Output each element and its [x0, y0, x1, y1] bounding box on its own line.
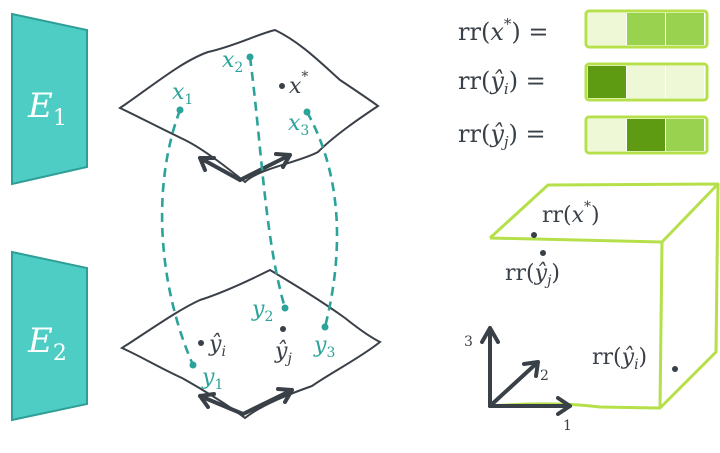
rr-row-1-label: rr(x*) =: [458, 15, 548, 46]
link-x2-y2: [248, 56, 287, 309]
point-x2: [246, 53, 254, 61]
point-y1: [189, 361, 197, 369]
cube-axis-3-label: 3: [464, 334, 473, 350]
encoder-e1-label: E1: [27, 86, 67, 131]
lower-points: y1 y2 y3 ŷi ŷj: [189, 297, 335, 393]
label-yj: ŷj: [274, 339, 292, 367]
label-y1: y1: [201, 365, 223, 393]
rr-bar-2-cell-1: [588, 66, 626, 98]
rr-bar-3-cell-3: [666, 119, 704, 151]
label-x1: x1: [172, 80, 193, 108]
label-yi: ŷi: [208, 332, 226, 360]
label-y2: y2: [251, 297, 273, 325]
cube-axis-2-label: 2: [540, 368, 549, 384]
rr-bar-3-cell-1: [588, 119, 626, 151]
upper-points: x1 x2 x3 x*: [172, 48, 311, 139]
cube-label-yi: rr(ŷi): [592, 345, 647, 373]
rr-bar-1-cell-1: [588, 13, 626, 45]
label-x2: x2: [222, 48, 243, 76]
upper-arrow-right: [238, 152, 292, 182]
cube-axis-1: [488, 396, 572, 416]
upper-axes-arrows: [198, 152, 292, 182]
cube-axis-labels: 1 2 3: [464, 334, 572, 434]
upper-embedding-sheet: [117, 28, 380, 184]
point-yj: [280, 326, 286, 332]
lower-arrow-right: [241, 387, 294, 416]
point-xstar: [279, 83, 285, 89]
rr-bars: [584, 9, 709, 155]
cube-top-face: [488, 182, 720, 244]
rr-row-3-label: rr(ŷj) =: [458, 120, 546, 151]
encoder-e1: E1: [11, 12, 88, 186]
cube-points: rr(x*) rr(ŷj) rr(ŷi): [505, 199, 678, 373]
rr-bar-3-cell-2: [627, 119, 665, 151]
encoder-e2-shape: [11, 250, 88, 422]
cube-point-yj: [540, 250, 546, 256]
point-y2: [281, 304, 289, 312]
upper-arrow-left: [198, 156, 242, 182]
lower-embedding-sheet: [119, 268, 382, 420]
cube-axes: [480, 326, 572, 416]
lower-axes-arrows: [198, 387, 294, 416]
point-x3: [303, 108, 311, 116]
point-y3: [321, 323, 329, 331]
label-x3: x3: [288, 111, 309, 139]
cube-label-yj: rr(ŷj): [505, 261, 560, 289]
cube-right-face: [658, 183, 720, 410]
encoder-e1-shape: [11, 12, 88, 186]
rr-row-2-label: rr(ŷi) =: [458, 67, 546, 98]
point-x1: [176, 106, 184, 114]
cube-axis-1-label: 1: [563, 418, 572, 434]
cube-label-xstar: rr(x*): [542, 199, 600, 228]
link-x1-y1: [160, 109, 195, 366]
rr-rows: rr(x*) = rr(ŷi) = rr(ŷj) =: [458, 15, 548, 151]
label-xstar: x*: [289, 69, 308, 99]
correspondence-lines: [160, 56, 339, 366]
rr-bar-2-cell-2: [627, 66, 665, 98]
rr-bar-2-cell-3: [666, 66, 704, 98]
link-x3-y3: [305, 111, 339, 328]
cube-point-xstar: [531, 232, 537, 238]
lower-arrow-left: [198, 392, 245, 416]
encoder-e2: E2: [11, 250, 88, 422]
point-yi: [198, 340, 204, 346]
rr-bar-1-cell-2: [627, 13, 665, 45]
cube-point-yi: [672, 366, 678, 372]
cube-axis-3: [480, 326, 500, 408]
cube-axis-2: [488, 360, 540, 408]
label-y3: y3: [313, 333, 335, 361]
rr-bar-1-cell-3: [666, 13, 704, 45]
encoder-e2-label: E2: [27, 321, 67, 366]
